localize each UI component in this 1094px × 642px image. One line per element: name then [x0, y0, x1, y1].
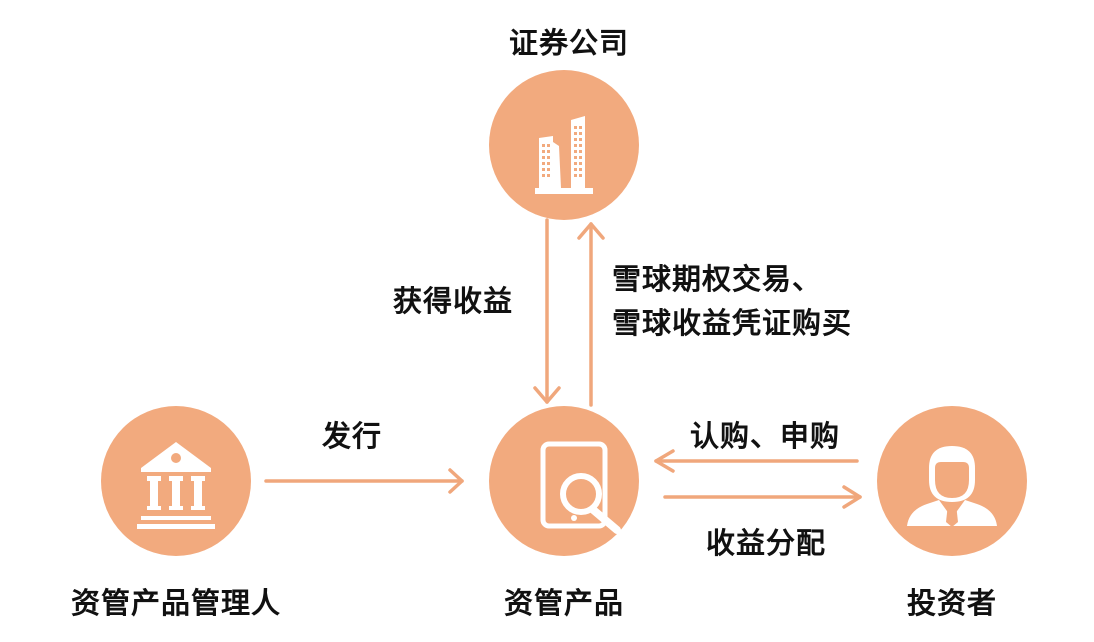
- asset-product-label: 资管产品: [503, 586, 625, 620]
- edge-label-issue: 发行: [322, 419, 383, 453]
- tablet-search-icon: [540, 441, 621, 534]
- securities-company-label: 证券公司: [508, 26, 630, 60]
- arrow-product-to-securities: [577, 222, 605, 407]
- asset-manager-node: [101, 406, 251, 556]
- edge-label-get-returns: 获得收益: [393, 284, 514, 318]
- investor-label: 投资者: [906, 586, 998, 620]
- arrow-securities-to-product: [533, 218, 561, 404]
- asset-manager-label: 资管产品管理人: [70, 586, 282, 620]
- arrow-manager-to-product: [264, 468, 464, 494]
- building-icon: [535, 116, 593, 194]
- person-icon: [907, 446, 997, 527]
- edge-label-subscribe: 认购、申购: [690, 419, 841, 453]
- edge-label-profit-distribution: 收益分配: [706, 526, 827, 560]
- arrow-product-to-investor: [663, 485, 862, 509]
- edge-label-snowball-option: 雪球期权交易、: [612, 262, 823, 296]
- arrow-investor-to-product: [654, 449, 859, 473]
- bank-icon: [137, 442, 215, 529]
- asset-product-node: [489, 406, 639, 556]
- securities-company-node: [489, 70, 639, 220]
- edge-label-snowball-certificate: 雪球收益凭证购买: [612, 306, 853, 340]
- investor-node: [877, 406, 1027, 556]
